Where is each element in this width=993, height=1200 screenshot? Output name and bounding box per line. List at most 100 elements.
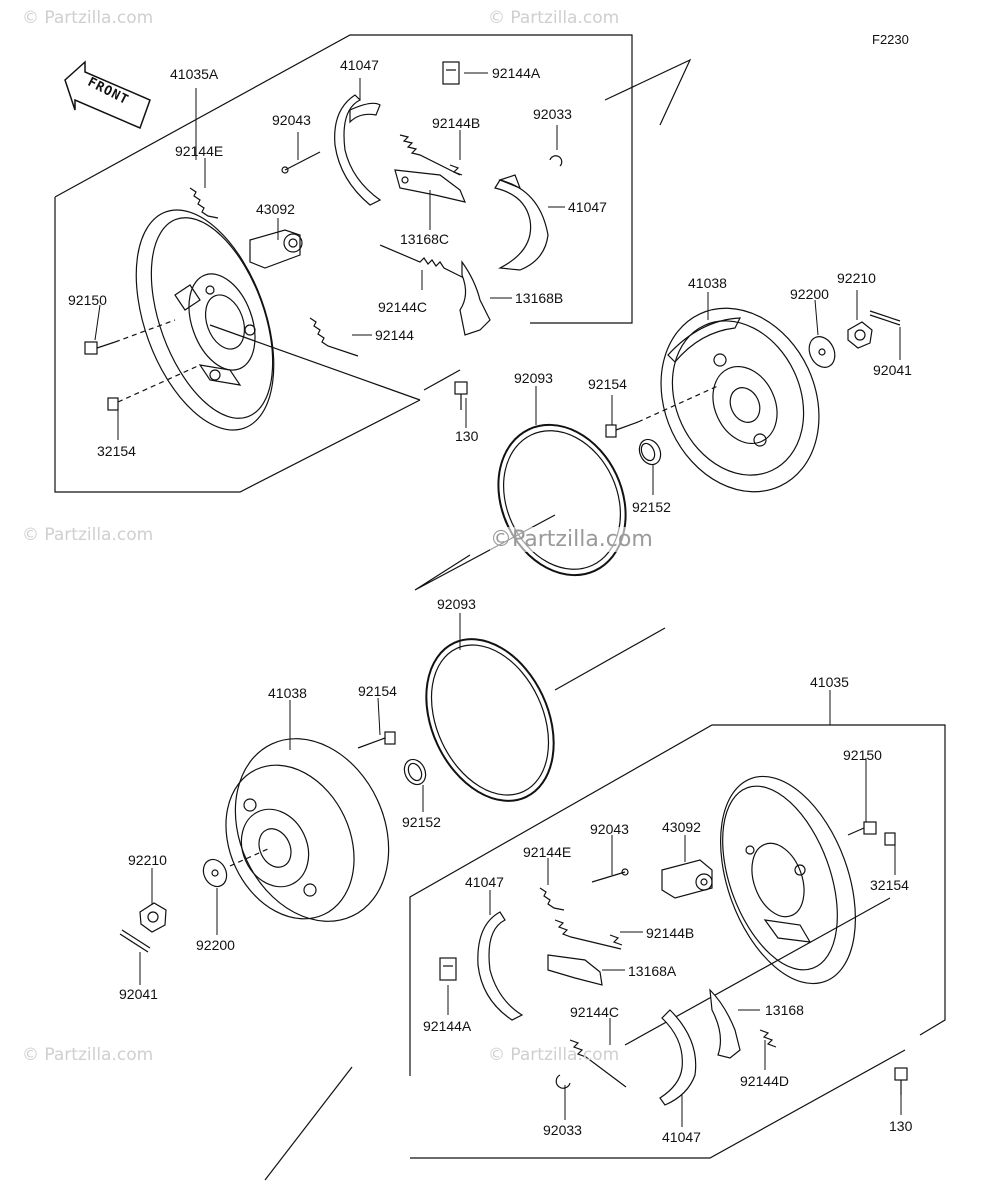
top-cotter-92041 [869, 310, 901, 326]
part-92144A-lower: 92144A [423, 1018, 472, 1034]
bottom-brake-shoe-left [477, 911, 524, 1021]
top-stud-92154 [605, 384, 721, 438]
bottom-wheel-cylinder [661, 859, 713, 899]
part-92093-lower: 92093 [437, 596, 476, 612]
watermark-top-center: © Partzilla.com [488, 8, 620, 28]
part-92043-upper: 92043 [272, 112, 311, 128]
top-drum [660, 307, 820, 493]
part-92144E-upper: 92144E [175, 143, 224, 159]
bottom-stud-92154 [357, 731, 396, 749]
top-spring-92144E [189, 187, 219, 219]
top-brake-shoe-right [494, 174, 549, 271]
part-92144E-lower: 92144E [523, 844, 572, 860]
part-41047-upper-right: 41047 [568, 199, 607, 215]
bottom-axis-line [229, 847, 271, 867]
front-arrow [64, 60, 151, 130]
part-92144B-lower: 92144B [646, 925, 695, 941]
bottom-brake-shoe-right [659, 1009, 697, 1106]
part-92150-lower: 92150 [843, 747, 882, 763]
watermark-center: ©Partzilla.com [490, 527, 653, 552]
part-92200-upper: 92200 [790, 286, 829, 302]
bottom-washer-92200 [202, 858, 228, 888]
top-lever-13168B [459, 260, 491, 336]
leader-lines [94, 72, 902, 1127]
part-43092-upper: 43092 [256, 201, 295, 217]
top-oring-92093 [497, 423, 627, 577]
bottom-spring-92144C [569, 1039, 627, 1088]
top-lever-13168C [394, 169, 467, 203]
top-bolt-92150 [84, 319, 176, 355]
bottom-clip-92033 [555, 1074, 571, 1089]
top-wheel-cylinder [249, 229, 303, 269]
top-pin-92043 [281, 151, 321, 174]
part-13168C: 13168C [400, 231, 450, 247]
part-41038-upper: 41038 [688, 275, 727, 291]
top-clip-92033 [549, 155, 563, 167]
top-seal-92152 [638, 438, 662, 466]
figure-code: F2230 [872, 32, 909, 47]
watermark-top-left: © Partzilla.com [22, 8, 154, 28]
top-clip-92144A [442, 61, 460, 85]
bottom-spring-92144D [759, 1029, 777, 1048]
part-32154-lower: 32154 [870, 877, 909, 893]
part-41035A: 41035A [170, 66, 219, 82]
bottom-cut-lines [264, 627, 666, 1181]
bottom-bolt-130 [894, 1067, 908, 1095]
watermark-bottom-center: © Partzilla.com [488, 1045, 620, 1065]
part-92152-lower: 92152 [402, 814, 441, 830]
bottom-seal-92152 [403, 758, 427, 786]
part-92210-upper: 92210 [837, 270, 876, 286]
part-41047-lower-right: 41047 [662, 1129, 701, 1145]
bottom-lever-13168 [709, 988, 741, 1059]
part-92144A-upper: 92144A [492, 65, 541, 81]
part-130-lower: 130 [889, 1118, 913, 1134]
top-washer-92200 [808, 336, 836, 368]
part-92041-lower: 92041 [119, 986, 158, 1002]
part-43092-lower: 43092 [662, 819, 701, 835]
part-92144C-upper: 92144C [378, 299, 428, 315]
part-41047-lower-left: 41047 [465, 874, 504, 890]
top-nut-92210 [847, 321, 873, 349]
part-92144D: 92144D [740, 1073, 790, 1089]
bottom-drum [225, 738, 390, 922]
top-spring-92144 [309, 317, 359, 357]
part-92043-lower: 92043 [590, 821, 629, 837]
top-brake-shoe-left [334, 94, 382, 206]
part-92033-upper: 92033 [533, 106, 572, 122]
part-92033-lower: 92033 [543, 1122, 582, 1138]
bottom-spring-92144B [554, 919, 623, 950]
bottom-cotter-92041 [119, 929, 151, 953]
bottom-nut-92210 [139, 902, 167, 933]
part-92144-upper: 92144 [375, 327, 414, 343]
part-92144B-upper: 92144B [432, 115, 481, 131]
top-frame [54, 34, 692, 493]
part-92154-lower: 92154 [358, 683, 397, 699]
bottom-bolt-92150 [847, 821, 877, 836]
bottom-oring-92093 [425, 638, 555, 802]
bottom-backing-plate [719, 775, 857, 985]
part-92144C-lower: 92144C [570, 1004, 620, 1020]
part-32154-upper: 32154 [97, 443, 136, 459]
watermark-bottom-left: © Partzilla.com [22, 1045, 154, 1065]
part-41035: 41035 [810, 674, 849, 690]
top-bolt-130 [454, 381, 468, 410]
part-13168A: 13168A [628, 963, 677, 979]
part-92093-upper: 92093 [514, 370, 553, 386]
top-backing-plate [135, 209, 275, 431]
part-92150-upper: 92150 [68, 292, 107, 308]
top-spring-92144C [379, 244, 465, 279]
part-92154-upper: 92154 [588, 376, 627, 392]
part-130-upper: 130 [455, 428, 479, 444]
bottom-lever-13168A [547, 954, 603, 986]
part-41047-upper-left: 41047 [340, 57, 379, 73]
bottom-bleeder-32154 [884, 832, 896, 846]
watermark-mid-left: © Partzilla.com [22, 525, 154, 545]
top-bleeder-32154 [107, 364, 201, 411]
bottom-pin-92043 [591, 868, 629, 883]
part-41038-lower: 41038 [268, 685, 307, 701]
bottom-spring-92144E [539, 887, 565, 911]
part-92152-upper: 92152 [632, 499, 671, 515]
part-92041-upper: 92041 [873, 362, 912, 378]
part-92210-lower: 92210 [128, 852, 167, 868]
